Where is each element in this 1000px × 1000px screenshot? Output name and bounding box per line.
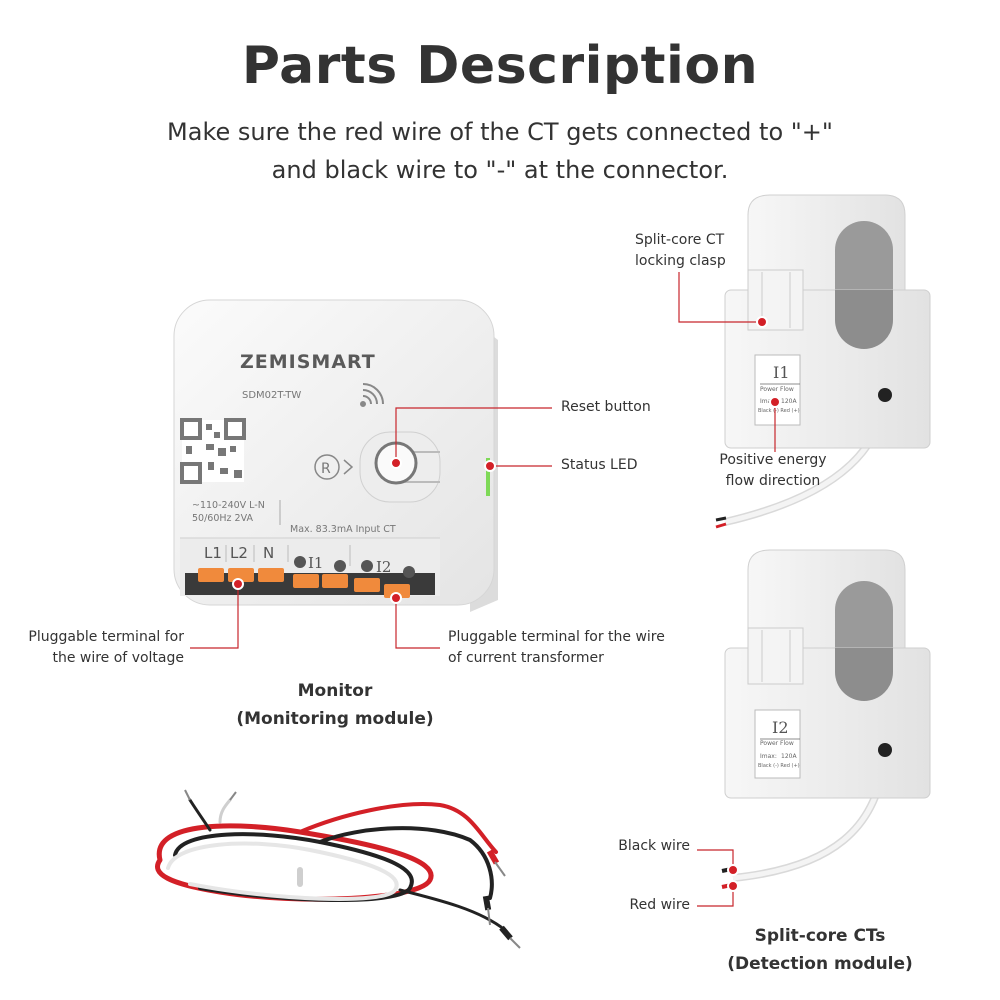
- label-voltage-terminal-line-2: the wire of voltage: [52, 650, 184, 666]
- terminal-l1: [198, 568, 224, 582]
- ct2-wire-text: Black (-) Red (+): [758, 763, 800, 769]
- monitor-caption: Monitor (Monitoring module): [210, 677, 460, 733]
- wire-ferrules: [184, 789, 521, 949]
- minus-sign-icon: [403, 566, 415, 578]
- label-locking-clasp: Split-core CT locking clasp: [635, 230, 726, 272]
- terminal-l2: [228, 568, 254, 582]
- ct-caption-line-1: Split-core CTs: [754, 926, 886, 946]
- subtitle-line-2: and black wire to "-" at the connector.: [271, 156, 729, 184]
- ct1-wire-text: Black (-) Red (+): [758, 408, 800, 414]
- terminal-i1-minus: [322, 574, 348, 588]
- qr-code: [180, 418, 246, 484]
- reset-glyph: R: [321, 461, 331, 477]
- label-black-wire: Black wire: [618, 838, 690, 854]
- ct2-rating-prefix: Imax:: [760, 753, 777, 760]
- ct1-rating: 120A: [781, 398, 797, 405]
- callout-dot: [769, 396, 781, 408]
- terminal-i2-minus: [384, 584, 410, 598]
- label-ct-terminal-line-1: Pluggable terminal for the wire: [448, 629, 665, 645]
- ct-sensor-2: I2 Power Flow 120A Imax: Black (-) Red (…: [721, 549, 931, 889]
- terminal-i2-plus: [354, 578, 380, 592]
- ct1-callouts: [678, 272, 776, 452]
- callout-dot: [727, 880, 739, 892]
- ct-sensor-1: I1 Power Flow 120A Imax: Black (-) Red (…: [715, 194, 931, 529]
- label-voltage-terminal: Pluggable terminal for the wire of volta…: [20, 627, 184, 669]
- ct2-flow-text: Power Flow: [760, 740, 794, 747]
- spec-frequency: 50/60Hz 2VA: [192, 513, 253, 524]
- wire-bundle: [155, 798, 507, 932]
- monitor-caption-line-1: Monitor: [297, 681, 373, 701]
- label-voltage-terminal-line-1: Pluggable terminal for: [28, 629, 184, 645]
- label-ct-terminal-line-2: of current transformer: [448, 650, 604, 666]
- spec-ct-input: Max. 83.3mA Input CT: [290, 524, 396, 535]
- callout-dot: [484, 460, 496, 472]
- spec-voltage: ~110-240V L-N: [192, 500, 265, 511]
- label-reset-button: Reset button: [561, 399, 651, 415]
- callout-dot: [756, 316, 768, 328]
- ct1-rating-prefix: Imax:: [760, 398, 777, 405]
- subtitle-line-1: Make sure the red wire of the CT gets co…: [167, 118, 833, 146]
- terminal-label-i2: I2: [376, 558, 391, 576]
- terminal-i1-plus: [293, 574, 319, 588]
- terminal-label-n: N: [263, 544, 274, 562]
- label-locking-clasp-line-2: locking clasp: [635, 253, 726, 269]
- page-subtitle: Make sure the red wire of the CT gets co…: [100, 113, 900, 189]
- label-flow-direction: Positive energy flow direction: [700, 450, 846, 492]
- ct-caption-line-2: (Detection module): [727, 954, 913, 974]
- ct-caption: Split-core CTs (Detection module): [700, 922, 940, 978]
- monitor-module: L1 L2 N I1 I2 ZEMISMART SDM02T-TW: [173, 299, 498, 612]
- terminal-n: [258, 568, 284, 582]
- callout-dot: [390, 457, 402, 469]
- plus-sign-icon: [294, 556, 306, 568]
- label-flow-direction-line-1: Positive energy: [719, 452, 827, 468]
- page-title: Parts Description: [241, 36, 759, 96]
- callout-dot: [727, 864, 739, 876]
- callout-dot: [390, 592, 402, 604]
- callout-dot: [232, 578, 244, 590]
- label-ct-terminal: Pluggable terminal for the wire of curre…: [448, 627, 665, 669]
- ct1-id-label: I1: [773, 363, 790, 382]
- label-flow-direction-line-2: flow direction: [725, 473, 821, 489]
- brand-logo: ZEMISMART: [240, 351, 376, 373]
- ct2-callouts: [697, 849, 734, 907]
- minus-sign-icon: [334, 560, 346, 572]
- ct2-id-label: I2: [772, 718, 789, 737]
- terminal-label-i1: I1: [308, 554, 323, 572]
- ct1-flow-text: Power Flow: [760, 386, 794, 393]
- terminal-label-l1: L1: [204, 544, 222, 562]
- plus-sign-icon: [361, 560, 373, 572]
- wifi-icon: [360, 383, 384, 407]
- status-led: [486, 458, 490, 496]
- model-number: SDM02T-TW: [242, 390, 301, 401]
- label-status-led: Status LED: [561, 457, 638, 473]
- ct2-rating: 120A: [781, 753, 797, 760]
- label-red-wire: Red wire: [629, 897, 690, 913]
- terminal-label-l2: L2: [230, 544, 248, 562]
- label-locking-clasp-line-1: Split-core CT: [635, 232, 725, 248]
- monitor-callouts: [190, 407, 552, 649]
- monitor-caption-line-2: (Monitoring module): [236, 709, 434, 729]
